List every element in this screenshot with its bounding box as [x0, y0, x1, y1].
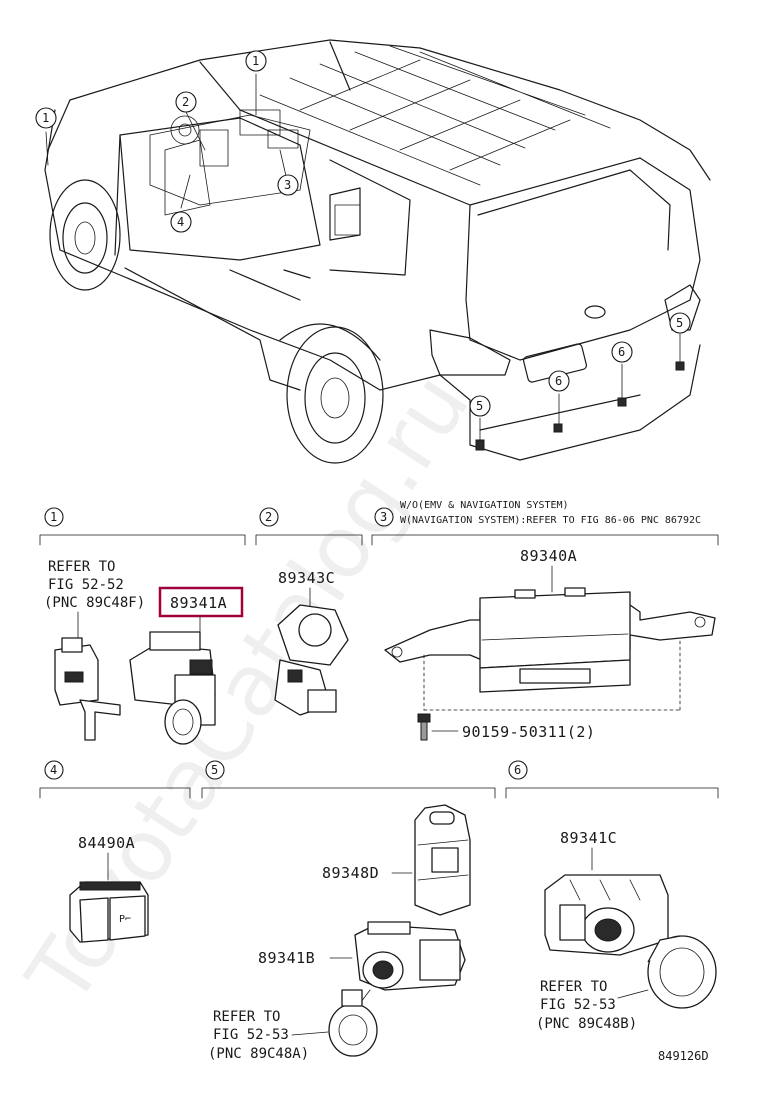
part-number-89343C[interactable]: 89343C — [278, 569, 335, 587]
control-module-89340A-drawing — [384, 587, 716, 693]
sensor-89341C-drawing — [544, 874, 669, 956]
svg-text:1: 1 — [42, 111, 49, 125]
group-5: 5 89348D 89341B REFER TO FIG 52-53 (PNC … — [205, 760, 471, 1062]
group-6: 6 89341C REFER TO FIG 52-53 (PNC 89C48B) — [508, 760, 717, 1032]
svg-text:2: 2 — [182, 95, 189, 109]
group-3-note-line-2: W(NAVIGATION SYSTEM):REFER TO FIG 86-06 … — [400, 515, 701, 526]
vehicle-callout-4: 4 — [170, 211, 192, 233]
group-6-reference-line-3: (PNC 89C48B) — [536, 1016, 637, 1032]
part-highlight-box — [158, 586, 244, 618]
group-6-index: 6 — [508, 760, 528, 780]
bezel-89C48B-drawing — [647, 935, 717, 1009]
group-2: 2 89343C — [259, 507, 349, 716]
sensor-89343C-drawing — [274, 604, 349, 716]
part-number-84490A[interactable]: 84490A — [78, 834, 135, 852]
svg-text:2: 2 — [265, 510, 272, 524]
group-4-index: 4 — [44, 760, 64, 780]
group-6-reference-line-1: REFER TO — [540, 979, 607, 995]
svg-text:6: 6 — [618, 345, 625, 359]
drawing-code: 849126D — [658, 1049, 709, 1063]
group-2-index: 2 — [259, 507, 279, 527]
part-number-90159-50311[interactable]: 90159-50311(2) — [462, 723, 595, 741]
part-number-89341A[interactable]: 89341A — [170, 594, 227, 612]
svg-text:5: 5 — [476, 399, 483, 413]
sensor-holder-drawing — [54, 637, 121, 741]
svg-text:3: 3 — [380, 510, 387, 524]
vehicle-callout-1b: 1 — [35, 107, 57, 129]
group-3-index: 3 — [374, 507, 394, 527]
svg-text:6: 6 — [555, 374, 562, 388]
vehicle-callout-3: 3 — [277, 174, 299, 196]
group-5-reference-line-1: REFER TO — [213, 1009, 280, 1025]
group-6-reference-line-2: FIG 52-53 — [540, 997, 616, 1013]
svg-text:3: 3 — [284, 178, 291, 192]
vehicle-callout-5a: 5 — [469, 395, 491, 417]
svg-text:4: 4 — [177, 215, 184, 229]
section-brackets — [39, 534, 719, 799]
vehicle-illustration — [44, 39, 711, 464]
group-1-index: 1 — [44, 507, 64, 527]
vehicle-callout-2: 2 — [175, 91, 197, 113]
retainer-89348D-drawing — [414, 804, 471, 916]
bolt-90159-50311-drawing — [417, 713, 431, 741]
svg-text:1: 1 — [252, 54, 259, 68]
group-1: 1 REFER TO FIG 52-52 (PNC 89C48F) 89341A — [44, 507, 244, 745]
group-5-reference-line-3: (PNC 89C48A) — [208, 1046, 309, 1062]
part-number-89341B[interactable]: 89341B — [258, 949, 315, 967]
vehicle-callout-1a: 1 — [245, 50, 267, 72]
sensor-89341B-drawing — [354, 921, 466, 991]
group-5-reference-line-2: FIG 52-53 — [213, 1027, 289, 1043]
svg-text:5: 5 — [211, 763, 218, 777]
vehicle-callout-6b: 6 — [611, 341, 633, 363]
group-1-reference-line-2: FIG 52-52 — [48, 577, 124, 593]
group-3-note-line-1: W/O(EMV & NAVIGATION SYSTEM) — [400, 500, 569, 511]
vehicle-callout-6a: 6 — [548, 370, 570, 392]
group-3: 3 W/O(EMV & NAVIGATION SYSTEM) W(NAVIGAT… — [374, 500, 716, 741]
svg-text:4: 4 — [50, 763, 57, 777]
svg-text:1: 1 — [50, 510, 57, 524]
group-1-reference-line-3: (PNC 89C48F) — [44, 595, 145, 611]
part-number-89341C[interactable]: 89341C — [560, 829, 617, 847]
group-1-reference-line-1: REFER TO — [48, 559, 115, 575]
switch-glyph: P⌐ — [119, 914, 131, 925]
group-4: 4 84490A P⌐ — [44, 760, 149, 943]
part-number-89348D[interactable]: 89348D — [322, 864, 379, 882]
bezel-89C48A-drawing — [328, 989, 378, 1057]
svg-text:5: 5 — [676, 316, 683, 330]
group-5-index: 5 — [205, 760, 225, 780]
sensor-89341A-drawing — [129, 631, 216, 745]
part-number-89340A[interactable]: 89340A — [520, 547, 577, 565]
switch-84490A-drawing: P⌐ — [69, 881, 149, 943]
vehicle-callout-5b: 5 — [669, 312, 691, 334]
svg-text:6: 6 — [514, 763, 521, 777]
